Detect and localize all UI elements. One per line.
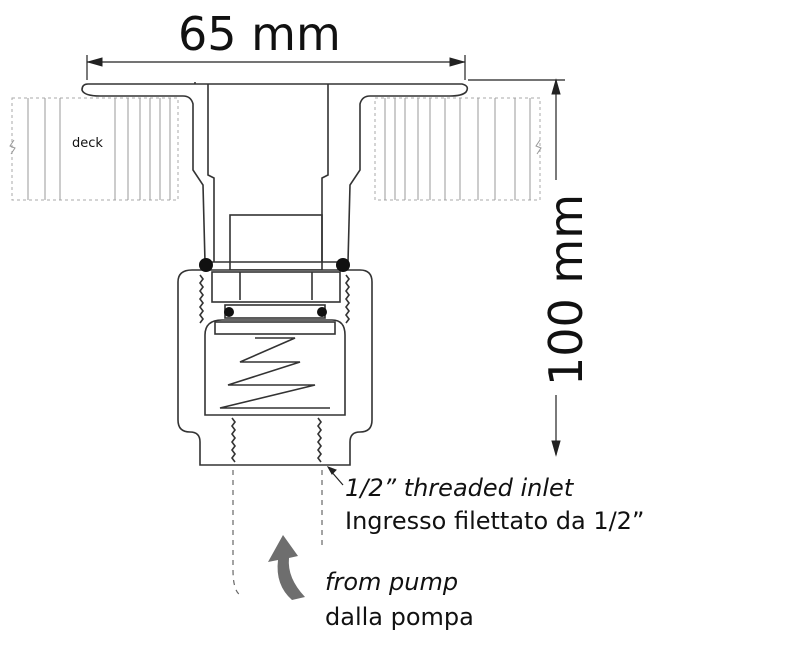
spring: [219, 337, 330, 409]
o-rings: [199, 258, 350, 317]
inlet-leader: [326, 466, 344, 486]
flow-arrow-icon: [268, 535, 305, 600]
flow-label-it: dalla pompa: [325, 603, 474, 631]
flow-label-en: from pump: [325, 568, 458, 596]
deck-left: [9, 97, 179, 201]
deck-label: deck: [72, 136, 103, 151]
inlet-label-it: Ingresso filettato da 1/2”: [345, 507, 644, 535]
width-dimension-line: [86, 55, 565, 81]
inlet-label-en: 1/2” threaded inlet: [345, 474, 575, 502]
height-dimension-line: [551, 78, 561, 457]
hose-outline: [232, 470, 323, 596]
deck-right: [374, 97, 542, 201]
height-dimension-label: 100 mm: [539, 194, 593, 386]
width-dimension-label: 65 mm: [178, 7, 341, 61]
fitting-body: [81, 82, 469, 466]
